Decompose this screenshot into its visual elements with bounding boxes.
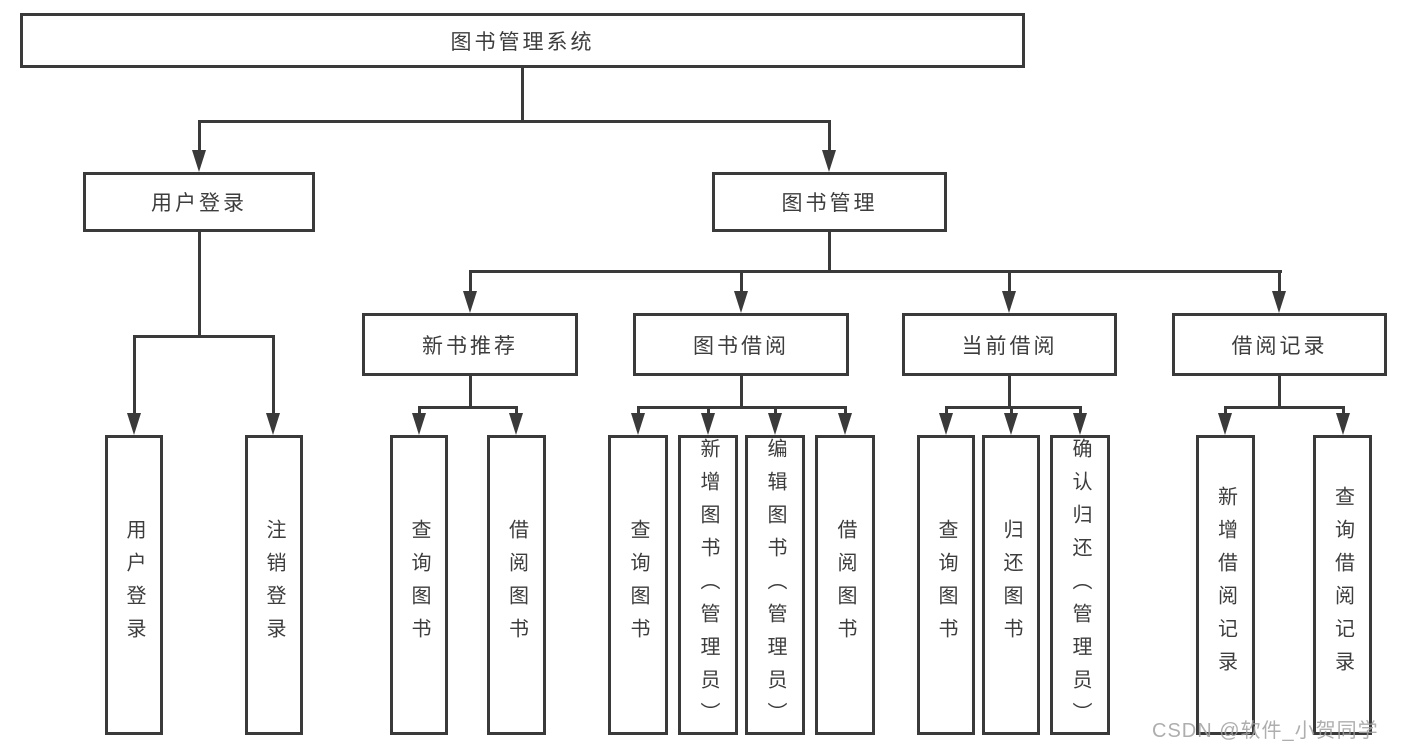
- connector-line: [469, 376, 472, 406]
- connector-line: [740, 376, 743, 406]
- connector-line: [1342, 406, 1345, 416]
- leaf-query-books: 查询图书: [608, 435, 668, 735]
- connector-line: [1008, 270, 1011, 295]
- connector-arrow-down-icon: [1336, 413, 1350, 435]
- connector-line: [740, 270, 743, 295]
- connector-arrow-down-icon: [768, 413, 782, 435]
- connector-line: [133, 335, 136, 415]
- connector-line: [272, 335, 275, 415]
- csdn-watermark: CSDN @软件_小贺同学: [1152, 720, 1379, 742]
- node-borrow-record: 借阅记录: [1172, 313, 1387, 376]
- connector-line: [1224, 406, 1227, 416]
- connector-line: [774, 406, 777, 416]
- node-new-book-recommend: 新书推荐: [362, 313, 578, 376]
- connector-arrow-down-icon: [734, 291, 748, 313]
- connector-line: [198, 120, 831, 123]
- connector-line: [418, 406, 421, 416]
- connector-arrow-down-icon: [1002, 291, 1016, 313]
- connector-arrow-down-icon: [701, 413, 715, 435]
- connector-line: [418, 406, 517, 409]
- connector-arrow-down-icon: [412, 413, 426, 435]
- node-book-management: 图书管理: [712, 172, 947, 232]
- node-user-login: 用户登录: [83, 172, 315, 232]
- leaf-add-borrow-record: 新增借阅记录: [1196, 435, 1255, 735]
- leaf-borrow-books: 借阅图书: [815, 435, 875, 735]
- connector-line: [1278, 376, 1281, 406]
- connector-arrow-down-icon: [838, 413, 852, 435]
- connector-line: [198, 232, 201, 335]
- leaf-edit-books-admin: 编辑图书（管理员）: [745, 435, 805, 735]
- connector-line: [1224, 406, 1343, 409]
- leaf-query-books-current: 查询图书: [917, 435, 975, 735]
- leaf-add-books-admin: 新增图书（管理员）: [678, 435, 738, 735]
- leaf-confirm-return-admin: 确认归还（管理员）: [1050, 435, 1110, 735]
- connector-line: [828, 120, 831, 152]
- connector-arrow-down-icon: [509, 413, 523, 435]
- connector-line: [521, 68, 524, 120]
- connector-line: [945, 406, 948, 416]
- leaf-borrow-books-recommend: 借阅图书: [487, 435, 546, 735]
- connector-arrow-down-icon: [192, 150, 206, 172]
- connector-line: [515, 406, 518, 416]
- node-root: 图书管理系统: [20, 13, 1025, 68]
- leaf-logout: 注销登录: [245, 435, 303, 735]
- connector-line: [198, 120, 201, 152]
- connector-line: [1278, 270, 1281, 295]
- connector-line: [133, 335, 275, 338]
- connector-line: [469, 270, 1282, 273]
- connector-line: [1010, 406, 1013, 416]
- connector-arrow-down-icon: [939, 413, 953, 435]
- connector-arrow-down-icon: [1272, 291, 1286, 313]
- leaf-return-books: 归还图书: [982, 435, 1040, 735]
- connector-arrow-down-icon: [127, 413, 141, 435]
- connector-arrow-down-icon: [1218, 413, 1232, 435]
- connector-arrow-down-icon: [822, 150, 836, 172]
- connector-line: [469, 270, 472, 295]
- connector-line: [707, 406, 710, 416]
- leaf-user-login: 用户登录: [105, 435, 163, 735]
- connector-arrow-down-icon: [266, 413, 280, 435]
- leaf-query-borrow-record: 查询借阅记录: [1313, 435, 1372, 735]
- connector-arrow-down-icon: [631, 413, 645, 435]
- connector-line: [844, 406, 847, 416]
- connector-line: [828, 232, 831, 270]
- connector-line: [1008, 376, 1011, 406]
- node-current-borrow: 当前借阅: [902, 313, 1117, 376]
- connector-arrow-down-icon: [1004, 413, 1018, 435]
- connector-line: [637, 406, 640, 416]
- connector-line: [637, 406, 847, 409]
- connector-line: [1079, 406, 1082, 416]
- connector-arrow-down-icon: [1073, 413, 1087, 435]
- connector-arrow-down-icon: [463, 291, 477, 313]
- node-book-borrow: 图书借阅: [633, 313, 849, 376]
- leaf-query-books-recommend: 查询图书: [390, 435, 448, 735]
